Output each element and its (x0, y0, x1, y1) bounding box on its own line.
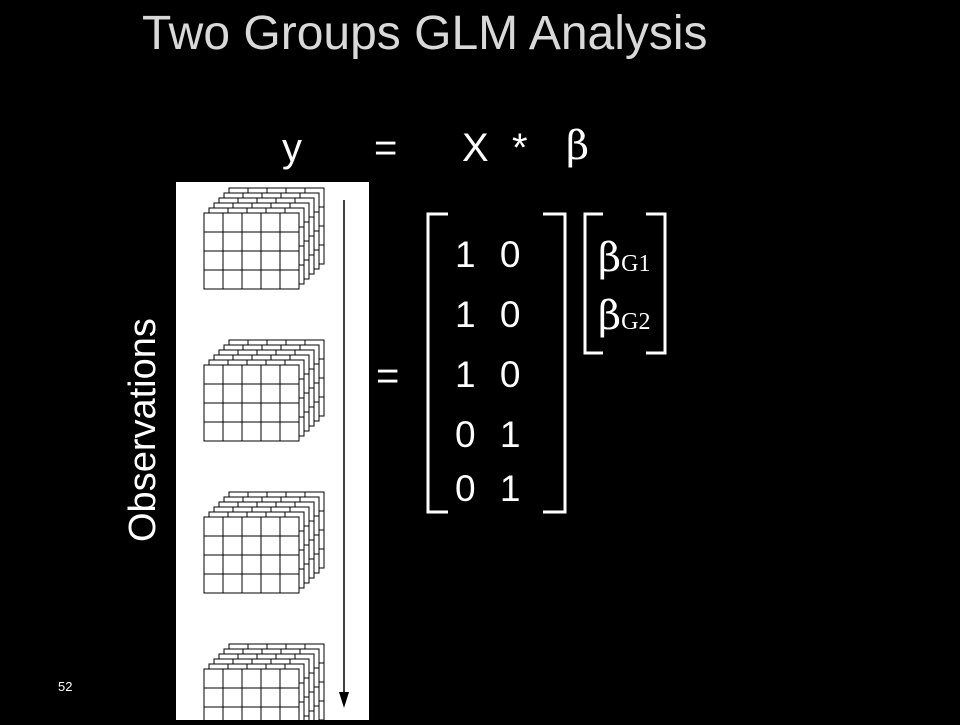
equation-times: * (512, 126, 528, 170)
beta-right-bracket (646, 212, 667, 355)
slide-title: Two Groups GLM Analysis (142, 7, 708, 60)
model-equals: = (376, 354, 400, 398)
observations-arrow (339, 200, 349, 708)
beta-g1: βG1 (598, 238, 650, 278)
beta-g1-symbol: β (598, 235, 622, 281)
beta-left-bracket (583, 212, 603, 355)
volume-stack (203, 491, 325, 594)
design-matrix-row: 1 0 (455, 234, 521, 275)
equation-equals: = (374, 126, 398, 170)
equation-beta: β (566, 123, 590, 169)
beta-g2-symbol: β (598, 293, 622, 339)
design-matrix-left-bracket (426, 212, 448, 514)
volume-stack (203, 187, 325, 290)
design-matrix-row: 1 0 (455, 294, 521, 335)
beta-g1-subscript: G1 (621, 251, 651, 277)
page-number: 52 (58, 679, 73, 694)
beta-g2: βG2 (598, 296, 650, 336)
observations-panel (176, 182, 369, 725)
design-matrix-row: 0 1 (455, 414, 521, 455)
volume-stack-diagram (203, 187, 349, 725)
volume-stack (203, 339, 325, 442)
equation-x: X (462, 126, 489, 170)
equation-y: y (282, 126, 302, 170)
design-matrix-right-bracket (543, 212, 567, 514)
beta-g2-subscript: G2 (621, 309, 651, 335)
design-matrix-row: 0 1 (455, 468, 521, 509)
design-matrix-row: 1 0 (455, 354, 521, 395)
volume-stack (203, 643, 325, 725)
